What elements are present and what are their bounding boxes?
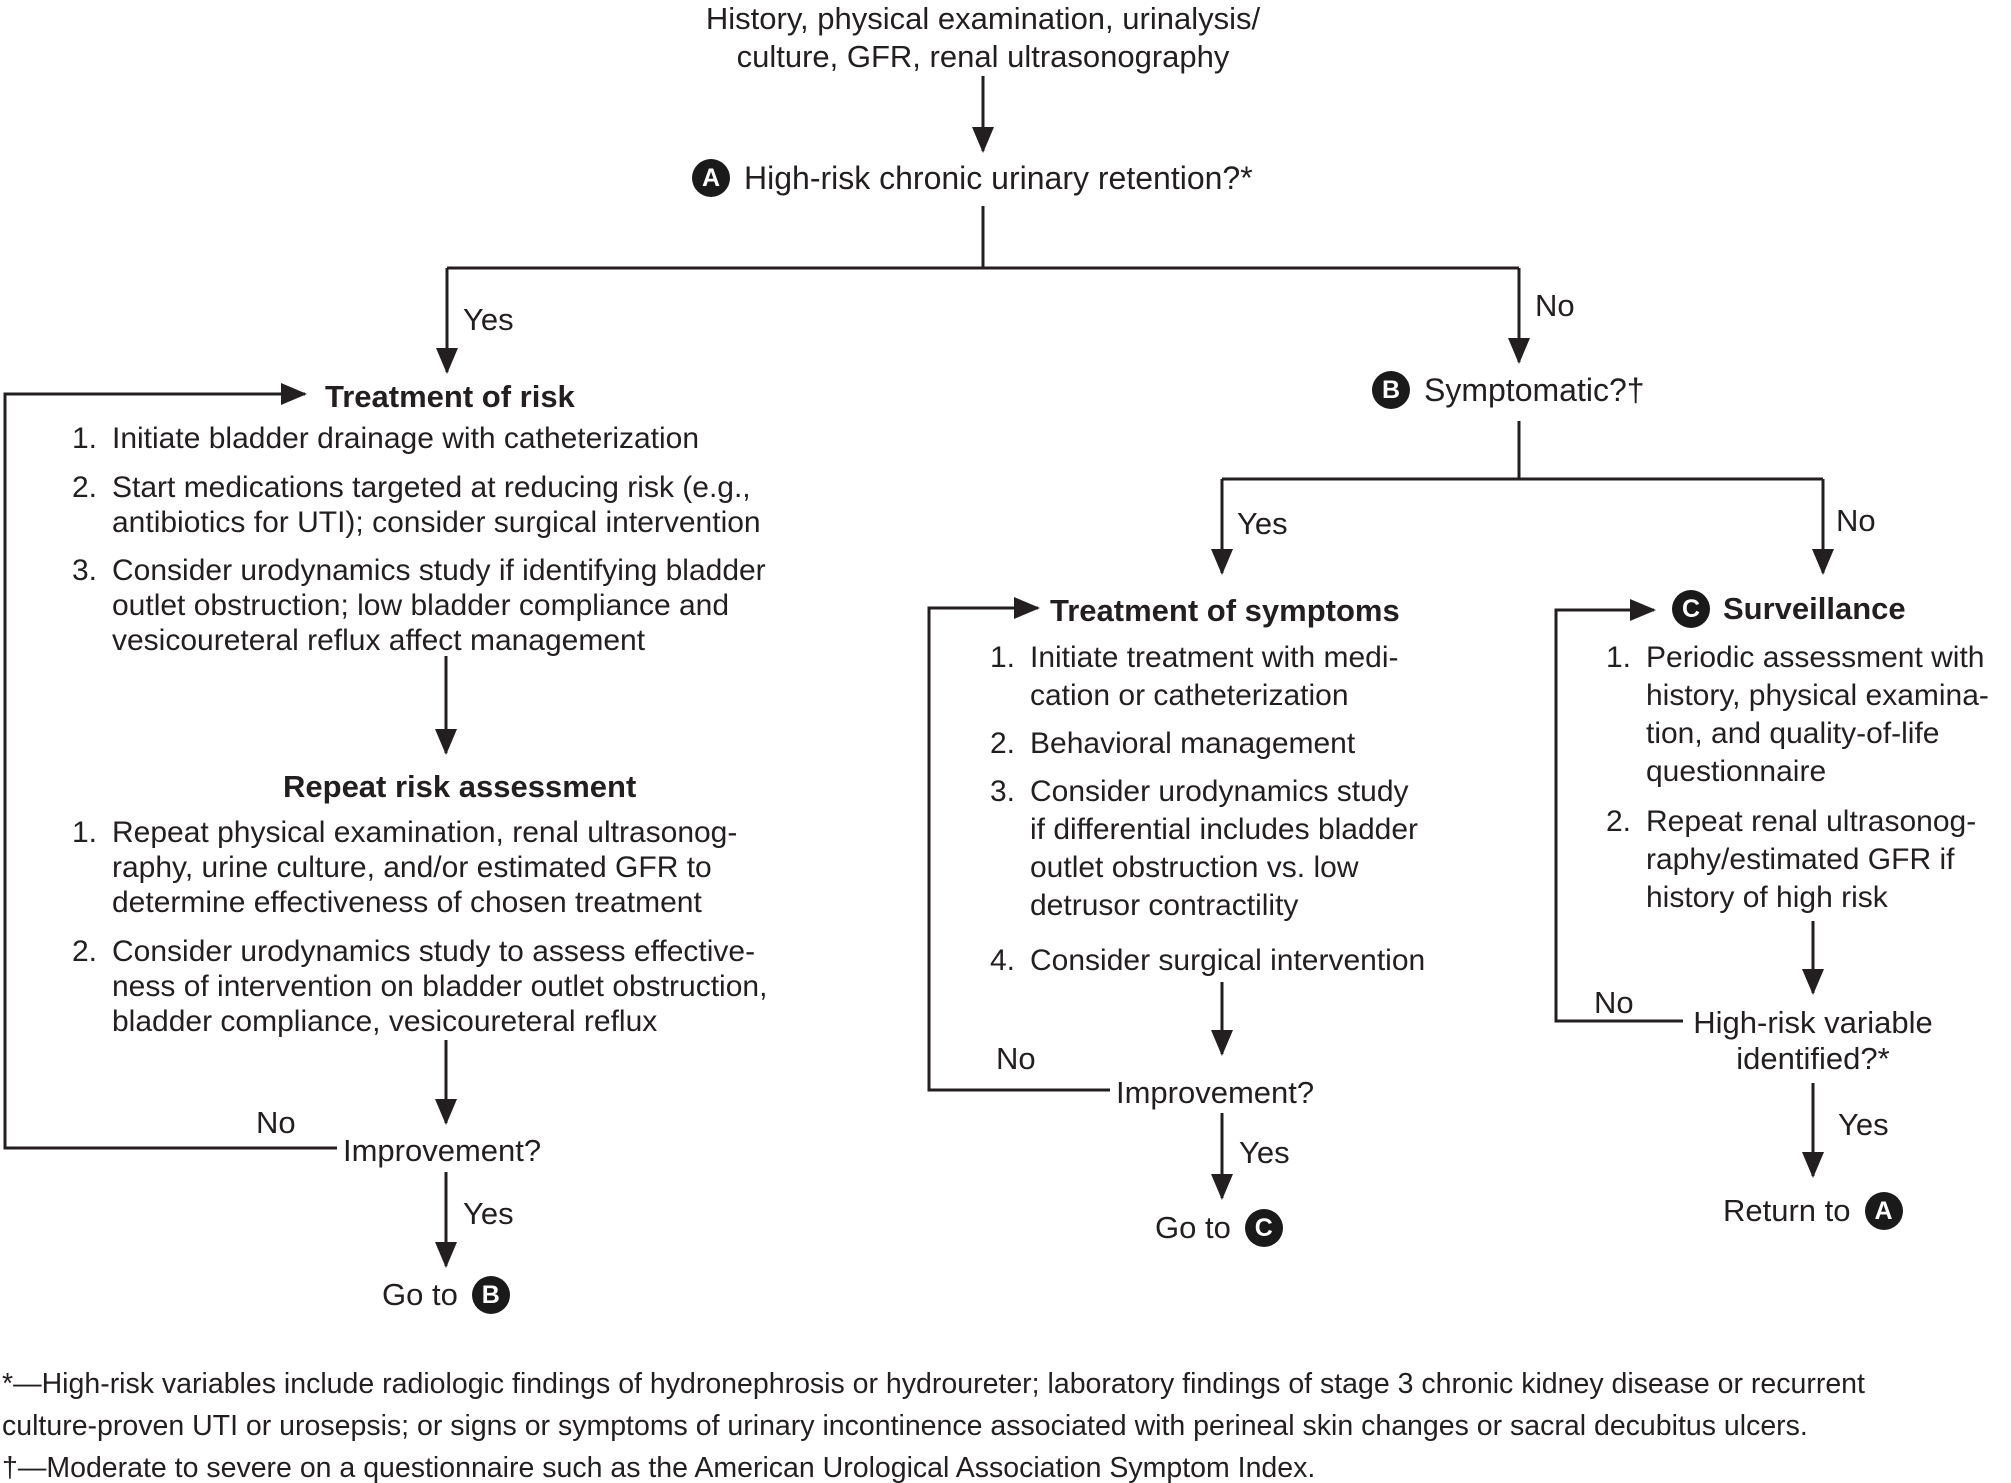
branch-a-yes-label: Yes	[463, 302, 514, 337]
item-marker: 1.	[72, 422, 98, 455]
item-marker: 1.	[990, 641, 1016, 674]
connector-improvement-left-no-loop	[3, 383, 337, 1150]
list-item: 3. Consider urodynamics study if differe…	[990, 773, 1418, 925]
list-item: 1. Initiate bladder drainage with cathet…	[72, 421, 699, 456]
surveillance-heading: Surveillance	[1723, 591, 1906, 626]
intake-step-text: History, physical examination, urinalysi…	[705, 1, 1261, 74]
item-marker: 1.	[72, 816, 98, 849]
item-marker: 1.	[1606, 641, 1632, 674]
connector-improvement-mid-no-loop	[927, 597, 1110, 1092]
item-text: Consider urodynamics study if differenti…	[1030, 775, 1419, 922]
item-text: Initiate treatment with medi- cation or …	[1030, 641, 1399, 712]
list-item: 2. Start medications targeted at reducin…	[72, 470, 761, 540]
item-marker: 3.	[72, 554, 98, 587]
list-item: 2. Consider urodynamics study to assess …	[72, 934, 767, 1039]
goto-c-badge: C	[1244, 1209, 1283, 1247]
high-risk-yes-label: Yes	[1838, 1107, 1889, 1142]
item-text: Consider surgical intervention	[1030, 944, 1426, 977]
item-text: Periodic assessment with history, physic…	[1646, 641, 1989, 788]
list-item: 1. Initiate treatment with medi- cation …	[990, 639, 1398, 715]
node-b: B Symptomatic?†	[1372, 371, 1645, 409]
connector-highrisk-no-loop	[1554, 599, 1683, 1023]
return-to-a-text: Return to	[1723, 1193, 1851, 1228]
improvement-left-yes-label: Yes	[463, 1196, 514, 1231]
improvement-mid-no-label: No	[996, 1041, 1036, 1076]
list-item: 2. Repeat renal ultrasonog- raphy/estima…	[1606, 803, 1976, 917]
goto-c-text: Go to	[1155, 1210, 1231, 1245]
treatment-of-symptoms-heading: Treatment of symptoms	[1050, 593, 1400, 628]
list-item: 4. Consider surgical intervention	[990, 942, 1425, 980]
improvement-mid-question: Improvement?	[1116, 1075, 1315, 1110]
goto-c: Go to C	[1155, 1209, 1283, 1247]
item-text: Consider urodynamics study if identifyin…	[112, 554, 766, 657]
item-marker: 2.	[1606, 805, 1632, 838]
high-risk-no-label: No	[1594, 985, 1634, 1020]
surveillance-heading-row: C Surveillance	[1672, 590, 1906, 628]
node-a-question: High-risk chronic urinary retention?*	[744, 159, 1253, 196]
list-item: 1. Periodic assessment with history, phy…	[1606, 639, 1989, 791]
node-a-badge: A	[692, 159, 730, 197]
return-to-a: Return to A	[1723, 1192, 1903, 1230]
item-text: Start medications targeted at reducing r…	[112, 471, 761, 539]
item-marker: 2.	[72, 935, 98, 968]
footnote-asterisk: *—High-risk variables include radiologic…	[2, 1368, 1865, 1442]
high-risk-variable-question: High-risk variable identified?*	[1693, 1005, 1933, 1076]
branch-b-yes-label: Yes	[1237, 506, 1288, 541]
item-marker: 3.	[990, 775, 1016, 808]
item-marker: 2.	[990, 727, 1016, 760]
node-c-badge: C	[1672, 590, 1710, 628]
improvement-mid-yes-label: Yes	[1239, 1135, 1290, 1170]
item-text: Initiate bladder drainage with catheteri…	[112, 422, 700, 455]
item-text: Repeat renal ultrasonog- raphy/estimated…	[1646, 805, 1977, 914]
improvement-left-no-label: No	[256, 1105, 296, 1140]
goto-b-text: Go to	[382, 1277, 458, 1312]
list-item: 3. Consider urodynamics study if identif…	[72, 553, 766, 658]
footnote-dagger: †—Moderate to severe on a questionnaire …	[2, 1452, 1316, 1483]
return-to-a-badge: A	[1864, 1192, 1903, 1230]
goto-b-badge: B	[471, 1276, 510, 1314]
node-b-question: Symptomatic?†	[1424, 371, 1645, 408]
repeat-risk-assessment-heading: Repeat risk assessment	[283, 769, 637, 804]
treatment-of-risk-heading: Treatment of risk	[325, 379, 575, 414]
item-text: Repeat physical examination, renal ultra…	[112, 816, 738, 919]
item-marker: 2.	[72, 471, 98, 504]
list-item: 1. Repeat physical examination, renal ul…	[72, 815, 737, 920]
node-b-badge: B	[1372, 371, 1410, 409]
branch-a-no-label: No	[1535, 288, 1575, 323]
list-item: 2. Behavioral management	[990, 725, 1355, 763]
goto-b: Go to B	[382, 1276, 510, 1314]
branch-b-no-label: No	[1836, 503, 1876, 538]
item-marker: 4.	[990, 944, 1016, 977]
footnotes: *—High-risk variables include radiologic…	[2, 1363, 2009, 1483]
item-text: Consider urodynamics study to assess eff…	[112, 935, 768, 1038]
item-text: Behavioral management	[1030, 727, 1356, 760]
improvement-left-question: Improvement?	[343, 1133, 542, 1168]
node-a: A High-risk chronic urinary retention?*	[692, 159, 1253, 197]
